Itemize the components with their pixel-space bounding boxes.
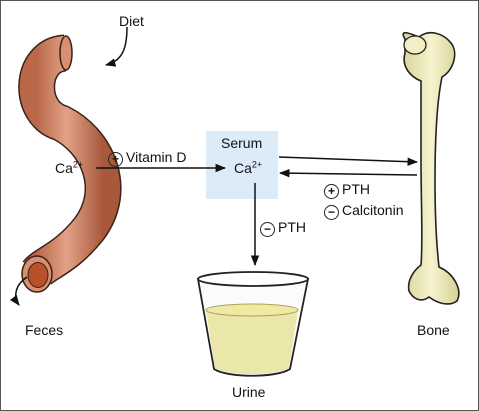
intestine-illustration [18, 34, 122, 293]
vitamin-d-text: Vitamin D [126, 149, 187, 165]
pth-bone-text: PTH [342, 181, 370, 197]
bone-illustration [402, 31, 460, 305]
calcitonin-label: −Calcitonin [324, 202, 403, 220]
feces-arrow [9, 276, 28, 306]
inhibits-icon: − [260, 222, 275, 237]
serum-label: Serum [221, 135, 263, 151]
feces-label: Feces [25, 322, 64, 338]
stimulates-icon: + [324, 184, 339, 199]
pth-urine-text: PTH [278, 219, 306, 235]
serum-to-bone-arrow [278, 156, 419, 166]
urine-cup-illustration [196, 271, 310, 377]
serum-calcium-label: Ca2+ [234, 160, 262, 176]
diet-label: Diet [119, 13, 144, 29]
ca-charge: 2+ [251, 159, 263, 170]
urine-label: Urine [232, 384, 266, 400]
diet-arrow [104, 26, 128, 67]
urine-surface [205, 303, 299, 317]
bone-label: Bone [417, 322, 450, 338]
bone-to-serum-arrow [278, 168, 418, 178]
inhibits-icon: − [324, 205, 339, 220]
pth-bone-label: +PTH [324, 181, 370, 199]
pth-urine-label: −PTH [260, 219, 306, 237]
vitamin-d-label: +Vitamin D [108, 149, 186, 167]
ca-charge: 2+ [72, 159, 84, 170]
ca-symbol: Ca [234, 160, 252, 176]
ca-symbol: Ca [55, 160, 73, 176]
intestine-calcium-label: Ca2+ [55, 160, 83, 176]
stimulates-icon: + [108, 152, 123, 167]
calcitonin-text: Calcitonin [342, 202, 404, 218]
